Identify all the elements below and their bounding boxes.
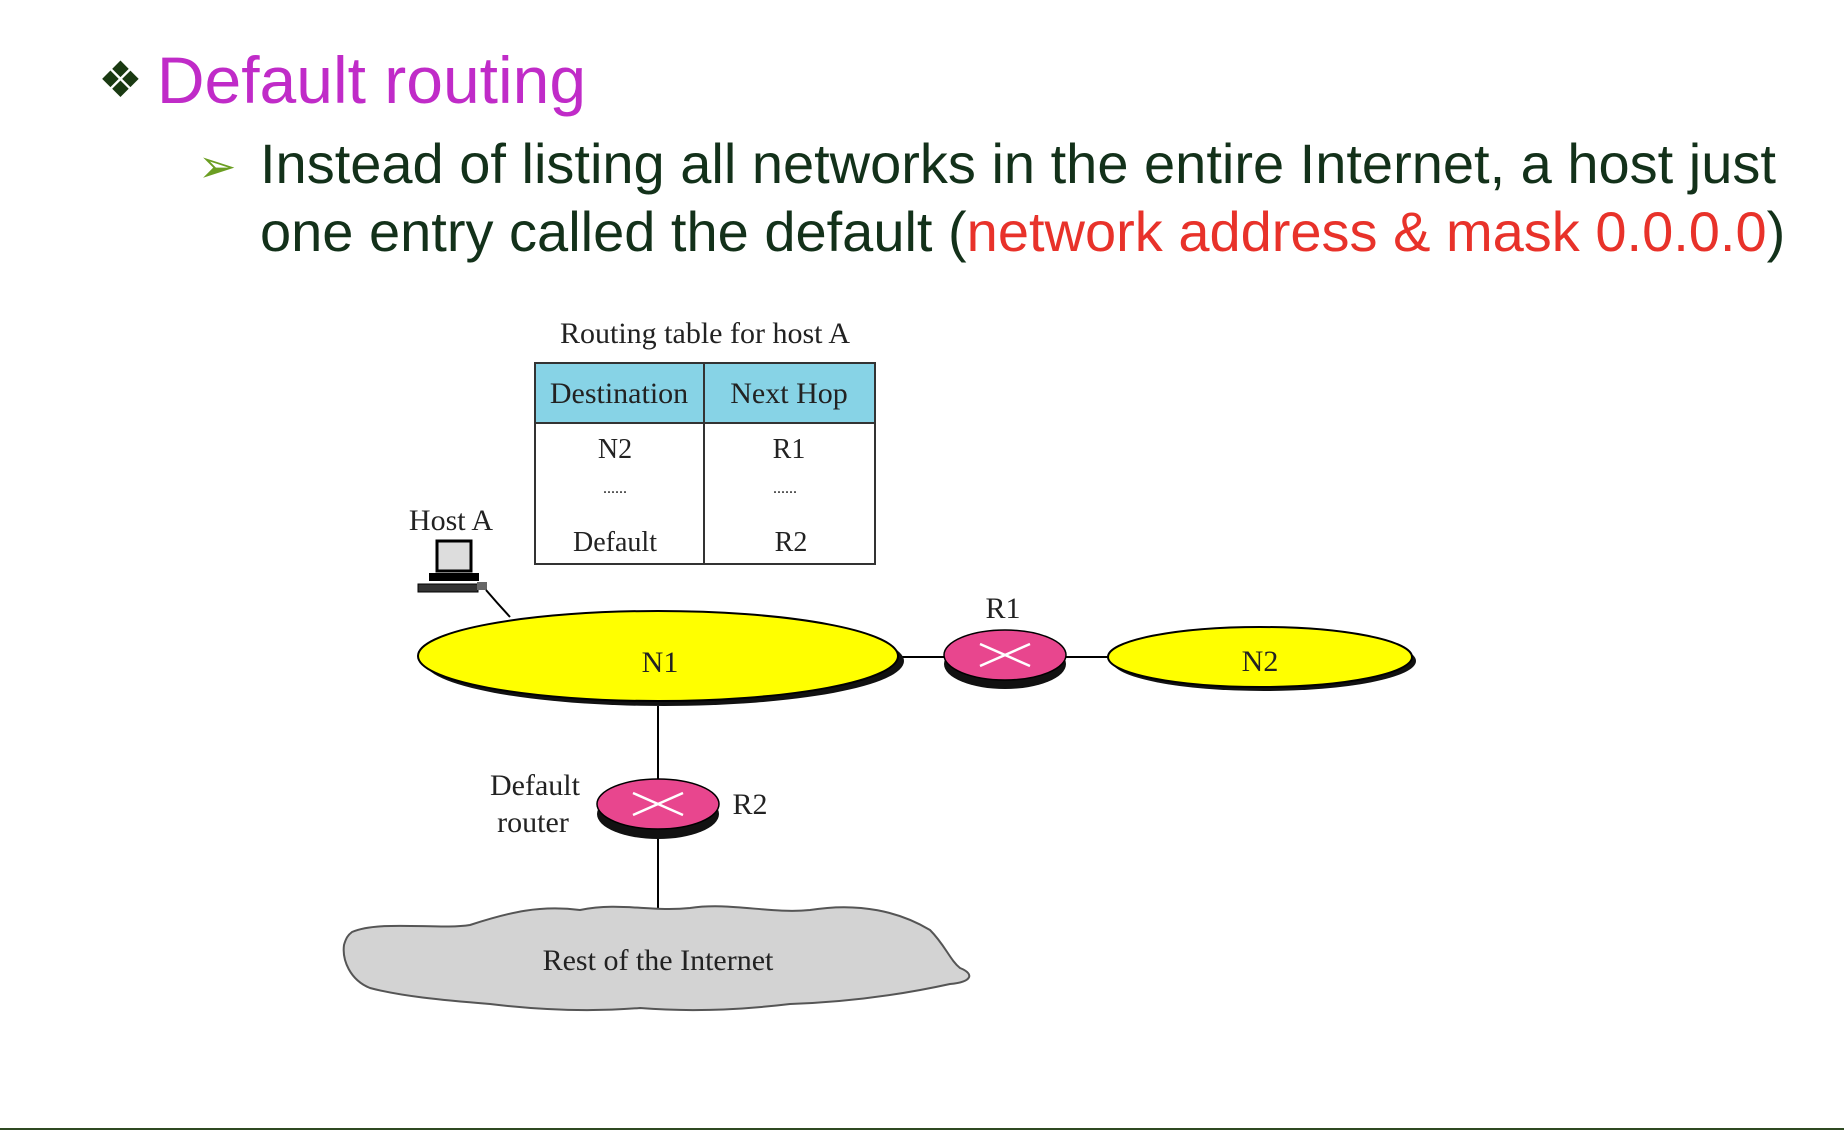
table-header-destination: Destination [550, 377, 688, 410]
slide-title-text: Default routing [156, 43, 587, 117]
network-n2-label: N2 [1242, 645, 1279, 678]
table-cell: R1 [773, 434, 806, 465]
default-router-label-line1: Default [490, 769, 581, 802]
bullet-text-after: ) [1766, 200, 1786, 263]
host-label: Host A [409, 504, 494, 537]
bullet-text-before: Instead of listing all networks in the e… [260, 132, 1776, 263]
default-router-label-line2: router [497, 806, 569, 839]
table-cell: ...... [603, 480, 627, 497]
arrow-bullet-icon: ➢ [198, 140, 237, 192]
table-caption: Routing table for host A [560, 317, 850, 350]
table-cell: Default [573, 527, 657, 558]
computer-icon [417, 539, 487, 593]
internet-cloud: Rest of the Internet [342, 905, 971, 1012]
router-r2-label: R2 [732, 788, 767, 821]
bullet-point: ➢ Instead of listing all networks in the… [198, 130, 1818, 266]
network-n2: N2 [1107, 626, 1416, 691]
network-n1-label: N1 [642, 646, 679, 679]
host-cable [485, 589, 511, 618]
network-n1: N1 [417, 610, 904, 706]
internet-cloud-label: Rest of the Internet [543, 944, 774, 977]
router-r1-label: R1 [985, 592, 1020, 625]
router-r2-icon [596, 778, 720, 839]
table-cell: ...... [773, 480, 797, 497]
table-header-next-hop: Next Hop [730, 377, 847, 410]
table-cell: R2 [775, 527, 808, 558]
bullet-text-highlight: network address & mask 0.0.0.0 [966, 200, 1767, 263]
routing-table: Destination Next Hop N2 R1 ...... ......… [534, 362, 876, 565]
footer-divider [0, 1128, 1844, 1130]
router-r1-icon [943, 629, 1067, 689]
slide-title: ❖Default routing [98, 40, 586, 120]
table-cell: N2 [598, 434, 632, 465]
bullet-text: Instead of listing all networks in the e… [260, 130, 1818, 266]
diamond-bullet-icon: ❖ [98, 52, 143, 108]
